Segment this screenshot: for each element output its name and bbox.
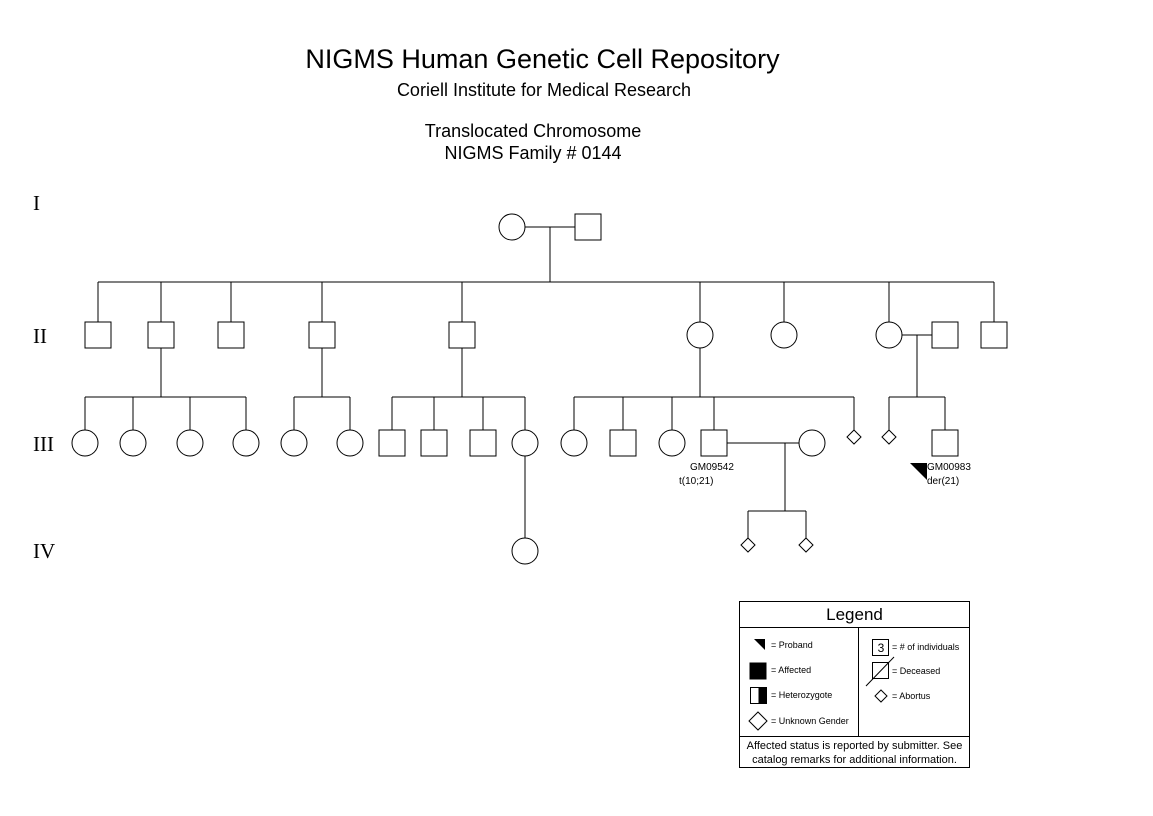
legend-column-divider xyxy=(858,627,859,736)
female-iii-13[interactable] xyxy=(658,429,686,457)
abortus-icon xyxy=(874,689,888,703)
legend-heterozygote-label: = Heterozygote xyxy=(771,690,833,700)
legend-divider xyxy=(740,627,969,628)
male-iii-17-gm00983[interactable] xyxy=(931,429,959,457)
generation-label-iii: III xyxy=(33,432,54,456)
legend-title: Legend xyxy=(826,605,883,624)
label-gm00983-id: GM00983 xyxy=(927,462,971,473)
female-ii-7[interactable] xyxy=(770,321,798,349)
male-ii-10[interactable] xyxy=(980,321,1008,349)
deceased-slash xyxy=(865,656,895,687)
male-iii-9[interactable] xyxy=(469,429,497,457)
legend-symbols xyxy=(748,639,895,731)
legend-abortus-label: = Abortus xyxy=(892,691,931,701)
male-iii-8[interactable] xyxy=(420,429,448,457)
female-iii-3[interactable] xyxy=(176,429,204,457)
male-ii-9-spouse[interactable] xyxy=(931,321,959,349)
count-icon xyxy=(872,639,889,656)
female-iii-4[interactable] xyxy=(232,429,260,457)
male-ii-5[interactable] xyxy=(448,321,476,349)
male-ii-4[interactable] xyxy=(308,321,336,349)
female-iii-6[interactable] xyxy=(336,429,364,457)
male-ii-3[interactable] xyxy=(217,321,245,349)
generation-label-i: I xyxy=(33,191,40,215)
label-gm09542-karyotype: t(10;21) xyxy=(679,476,714,487)
female-iii-5[interactable] xyxy=(280,429,308,457)
count-number: 3 xyxy=(877,641,885,655)
legend-divider xyxy=(740,736,969,737)
affected-icon xyxy=(749,662,767,680)
unknown-gender-icon xyxy=(748,711,768,731)
proband-icon xyxy=(754,639,765,650)
female-iv-1[interactable] xyxy=(511,537,539,565)
male-iii-7[interactable] xyxy=(378,429,406,457)
page-title: NIGMS Human Genetic Cell Repository xyxy=(305,44,780,74)
female-iii-2[interactable] xyxy=(119,429,147,457)
male-ii-2[interactable] xyxy=(147,321,175,349)
abortus-iv-2[interactable] xyxy=(740,537,756,553)
generation-label-ii: II xyxy=(33,324,47,348)
male-ii-1[interactable] xyxy=(84,321,112,349)
male-i-2[interactable] xyxy=(574,213,602,241)
heterozygote-fill xyxy=(758,687,767,704)
female-iii-11[interactable] xyxy=(560,429,588,457)
label-gm09542-id: GM09542 xyxy=(690,462,734,473)
legend-count-label: = # of individuals xyxy=(892,642,960,652)
female-iii-1[interactable] xyxy=(71,429,99,457)
page-subtitle: Coriell Institute for Medical Research xyxy=(396,80,692,100)
female-iii-14-spouse[interactable] xyxy=(798,429,826,457)
female-ii-8[interactable] xyxy=(875,321,903,349)
chart-title-line1: Translocated Chromosome xyxy=(424,121,642,141)
male-iii-14-gm09542[interactable] xyxy=(700,429,728,457)
male-iii-12[interactable] xyxy=(609,429,637,457)
abortus-iii-15[interactable] xyxy=(846,429,862,445)
proband-arrow-icon xyxy=(910,463,927,480)
female-i-1[interactable] xyxy=(498,213,526,241)
legend-affected-label: = Affected xyxy=(771,665,812,675)
legend-box: Legend 3 = Proband = Affected = Heterozy… xyxy=(739,601,970,768)
legend-proband-label: = Proband xyxy=(771,640,813,650)
legend-deceased-label: = Deceased xyxy=(892,666,941,676)
label-gm00983-karyotype: der(21) xyxy=(927,476,960,487)
female-iii-10[interactable] xyxy=(511,429,539,457)
legend-unknown-gender-label: = Unknown Gender xyxy=(771,716,849,726)
generation-label-iv: IV xyxy=(33,539,56,563)
abortus-iii-16[interactable] xyxy=(881,429,897,445)
chart-title-line2: NIGMS Family # 0144 xyxy=(444,143,622,163)
abortus-iv-3[interactable] xyxy=(798,537,814,553)
legend-note: Affected status is reported by submitter… xyxy=(746,740,963,766)
chart-title: Translocated Chromosome NIGMS Family # 0… xyxy=(0,120,1066,164)
female-ii-6[interactable] xyxy=(686,321,714,349)
